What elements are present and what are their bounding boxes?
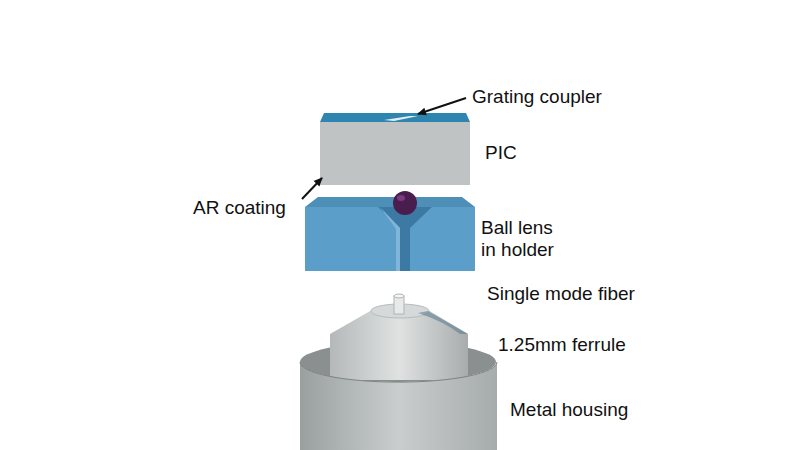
housing-edge xyxy=(300,362,497,382)
part-label: Metal housing xyxy=(510,399,628,421)
part-label: Ball lens in holder xyxy=(481,217,563,261)
part-label: PIC xyxy=(485,142,517,164)
ferrule-shadow xyxy=(418,311,468,334)
part-label: 1.25mm ferrule xyxy=(498,334,626,356)
callout-label: AR coating xyxy=(193,197,286,219)
holder-cone-light xyxy=(380,207,400,271)
pic-top xyxy=(320,113,470,122)
leader-arrow xyxy=(418,98,466,114)
single-mode-fiber xyxy=(394,296,404,314)
ball-lens xyxy=(393,191,417,215)
ball-lens-highlight xyxy=(397,195,405,201)
part-label: Single mode fiber xyxy=(487,283,635,305)
callout-label: Grating coupler xyxy=(472,86,602,108)
leader-arrow xyxy=(302,178,322,199)
metal-housing xyxy=(300,362,497,450)
holder-cone xyxy=(378,207,432,271)
grating-coupler xyxy=(384,116,418,121)
fiber-end xyxy=(394,294,404,298)
ball-lens-holder xyxy=(305,207,475,271)
holder-top xyxy=(305,197,475,207)
pic xyxy=(320,122,470,185)
